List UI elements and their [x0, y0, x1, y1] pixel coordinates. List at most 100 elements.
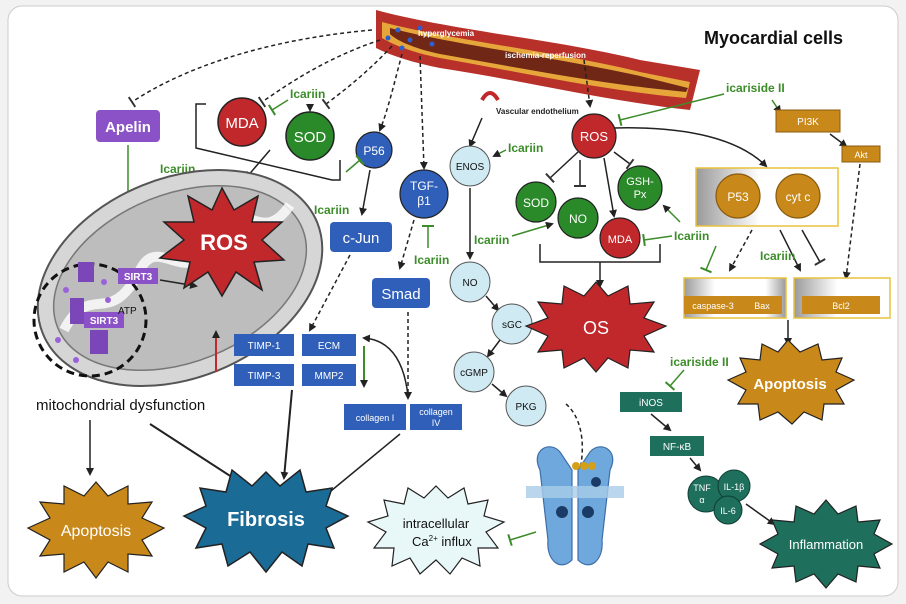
cytc-node: [775, 173, 821, 219]
fibrosis-star: [182, 468, 350, 574]
icariin-mda-link-right: [642, 233, 673, 247]
atp-label: ATP: [118, 306, 137, 317]
timp1-label: TIMP-1: [248, 341, 281, 352]
p56-cjun-arrow: [359, 169, 371, 216]
inos-box: [620, 392, 682, 412]
inos-label: iNOS: [639, 398, 663, 409]
nfkb-label: NF-κB: [663, 442, 692, 453]
endothelium-shape: [480, 91, 500, 102]
inflammation-star: [758, 499, 894, 589]
pi3k-box: [775, 109, 841, 133]
icariin-label-6: Icariin: [474, 233, 509, 247]
no-sgc-arrow: [485, 295, 500, 312]
sirt3-box-2: [84, 312, 124, 328]
tgf-label-1: TGF-: [410, 179, 438, 193]
no-label-endo: NO: [463, 278, 478, 289]
il6-label: IL-6: [720, 506, 736, 516]
icariin-p56-link: [345, 154, 365, 173]
sod-node-right: [515, 181, 557, 223]
ros-p53-arrow: [613, 127, 768, 168]
ischemia-label: ischemia-reperfusion: [505, 51, 586, 60]
mda-node-left: [217, 97, 267, 147]
enos-label: ENOS: [456, 162, 485, 173]
icariin-mda-link: [267, 99, 289, 116]
cjun-label: c-Jun: [343, 230, 380, 247]
pkg-label: PKG: [515, 402, 536, 413]
timp3-label: TIMP-3: [248, 371, 281, 382]
cjun-box: [330, 222, 392, 252]
p56-label: P56: [363, 144, 385, 158]
blood-vessel: [376, 10, 700, 110]
tgf-node: [399, 169, 449, 219]
ros-label-right: ROS: [580, 129, 609, 144]
timp-fibrosis-arrow: [280, 389, 293, 480]
icariside-ros-link: [617, 93, 725, 127]
sirt3-label-2: SIRT3: [90, 316, 119, 327]
nfkb-tnf-arrow: [689, 457, 702, 472]
endothelium-label: Vascular endothelium: [496, 107, 579, 116]
inos-nfkb-arrow: [650, 413, 672, 432]
icariside-label-2: icariside II: [670, 355, 729, 369]
akt-box: [841, 145, 881, 163]
icariin-label-5: Icariin: [508, 141, 543, 155]
timp1-box: [234, 334, 294, 356]
collagen-ecm-arrow: [362, 334, 409, 397]
gsh-px-node: [617, 165, 663, 211]
os-star: [524, 281, 668, 373]
tgf-label-2: β1: [417, 194, 431, 208]
sirt3-label-1: SIRT3: [124, 272, 153, 283]
smad-box: [372, 278, 430, 308]
page-title: Myocardial cells: [704, 28, 843, 48]
icariin-caspase-link: [700, 245, 717, 274]
akt-bcl2-arrow: [842, 163, 861, 280]
icariin-label-4: Icariin: [414, 253, 449, 267]
cgmp-pkg-arrow: [491, 383, 508, 398]
p53-node: [715, 173, 761, 219]
sod-label-left: SOD: [294, 129, 327, 146]
sirt3-ros-arrow: [159, 279, 198, 289]
apoptosis-star-left: [26, 481, 166, 579]
apoptosis-label-left: Apoptosis: [61, 523, 131, 540]
nfkb-box: [650, 436, 704, 456]
os-label: OS: [583, 318, 609, 338]
endo-enos-arrow: [468, 117, 483, 148]
ca-influx-star: [366, 485, 506, 575]
pkg-node: [505, 385, 547, 427]
collagen4-label-2: IV: [432, 418, 441, 428]
ros-star-left: [158, 186, 286, 298]
sirt3-box-1: [118, 268, 158, 284]
mmp2-box: [302, 364, 356, 386]
mda-sod-bracket: [195, 103, 341, 181]
pkg-channel-link: [565, 403, 584, 471]
il6-node: [713, 495, 743, 525]
ros-sod-link: [545, 151, 579, 184]
mito-dysfunction-label: mitochondrial dysfunction: [36, 397, 205, 414]
caspase-label: caspase-3: [692, 301, 734, 311]
ca-label-2: Ca2+ influx: [412, 534, 472, 549]
mda-label-right: MDA: [608, 234, 633, 246]
hyperglycemia-label: hyperglycemia: [418, 29, 475, 38]
icariin-label-7: Icariin: [674, 229, 709, 243]
icariin-gsh-link: [662, 204, 681, 223]
enos-node: [449, 145, 491, 187]
inflammation-label: Inflammation: [789, 537, 863, 552]
no-node-right: [557, 197, 599, 239]
apoptosis-star-right: [726, 339, 856, 425]
icariin-no-link: [511, 221, 554, 237]
ros-node-right: [571, 113, 617, 159]
icariin-label-8: Icariin: [760, 249, 795, 263]
cjun-timp-arrow: [309, 254, 351, 332]
tgf-smad-arrow: [397, 219, 415, 270]
ca-label-1: intracellular: [403, 516, 470, 531]
vessel-arrows: [127, 29, 594, 170]
apoptosis-label-right: Apoptosis: [753, 376, 826, 393]
mmp2-label: MMP2: [315, 371, 344, 382]
mda-label-left: MDA: [225, 115, 258, 132]
collagen4-label-1: collagen: [419, 407, 453, 417]
sgc-cgmp-arrow: [486, 339, 501, 358]
tnf-label-2: α: [699, 495, 704, 505]
ros-mda-arrow: [603, 157, 617, 218]
cytc-bax-arrow: [779, 229, 801, 272]
cytokine-inflammation-arrow: [745, 503, 776, 526]
bax-tag: [742, 296, 782, 314]
